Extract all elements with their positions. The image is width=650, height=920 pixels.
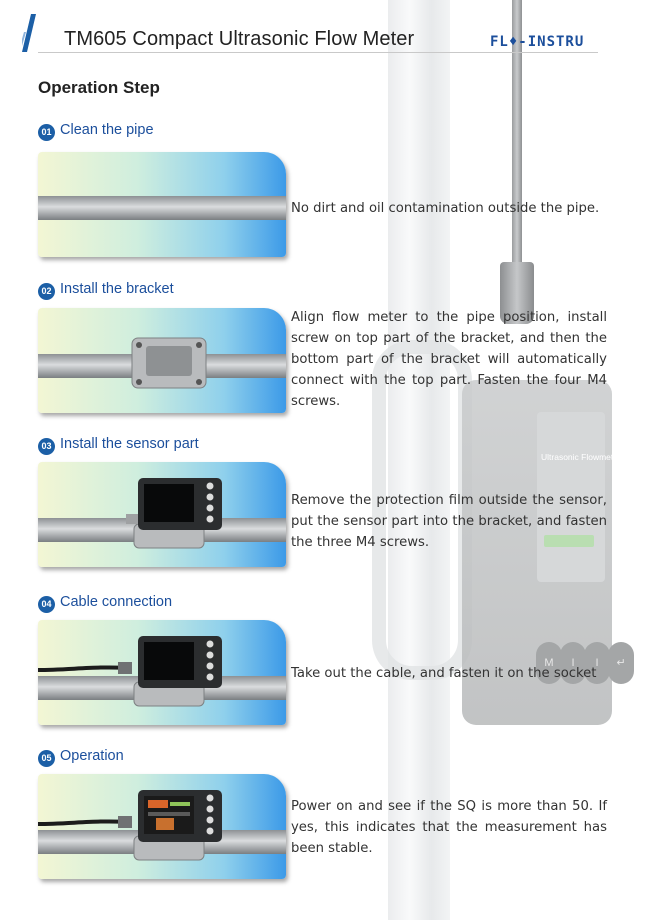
brand-logo: FL♦-INSTRU [490,34,585,50]
step-image-bracket [38,308,286,413]
background-button-3: I [584,642,610,684]
background-meter-screen [537,412,605,582]
step-label: Operation [60,748,124,764]
step-number: 04 [38,596,55,613]
background-button-4: ↵ [608,642,634,684]
background-probe-tip [500,262,534,324]
background-pipe [388,0,450,920]
step-image-sensor [38,462,286,567]
step-number: 02 [38,283,55,300]
step-number: 01 [38,124,55,141]
background-probe [512,0,522,265]
step-description: Align flow meter to the pipe position, i… [291,310,607,409]
step-image-cable [38,620,286,725]
page-header-title: TM605 Compact Ultrasonic Flow Meter [64,28,415,50]
step-description: Remove the protection film outside the s… [291,493,607,550]
step-label: Cable connection [60,594,173,610]
header-divider [38,52,598,53]
step-label: Install the bracket [60,281,174,297]
step-image-clean-pipe [38,152,286,257]
background-button-1: M [536,642,562,684]
step-description: No dirt and oil contamination outside th… [291,201,600,216]
step-description: Take out the cable, and fasten it on the… [291,666,597,681]
step-number: 05 [38,750,55,767]
background-button-2: I [560,642,586,684]
step-image-operation [38,774,286,879]
step-label: Install the sensor part [60,436,199,452]
section-title: Operation Step [38,78,160,97]
header-slash-icon [22,14,36,52]
background-screen-bar [544,535,594,547]
step-description: Power on and see if the SQ is more than … [291,799,607,856]
step-number: 03 [38,438,55,455]
step-label: Clean the pipe [60,122,154,138]
background-screen-title: Ultrasonic Flowmeter [541,452,621,462]
